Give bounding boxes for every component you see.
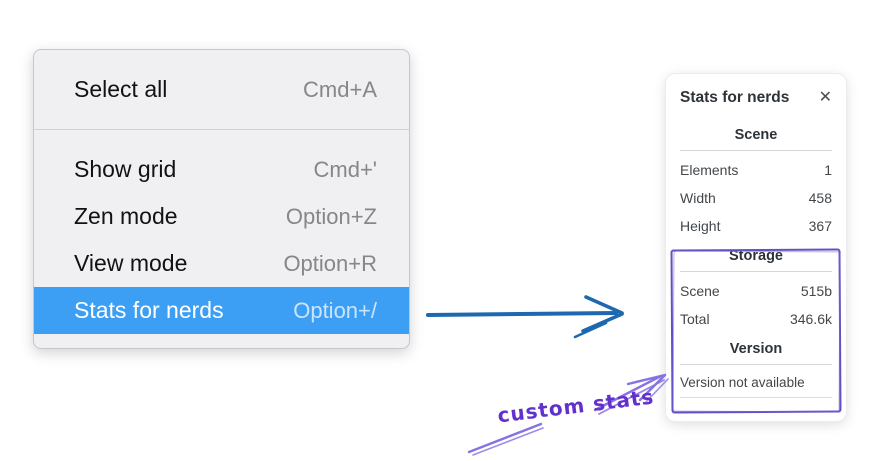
menu-item-shortcut: Option+Z [285,203,377,229]
stat-label: Width [680,190,716,206]
stat-row-height: Height 367 [680,212,832,240]
section-divider [680,397,832,398]
section-divider [680,271,832,272]
stat-row-width: Width 458 [680,184,832,212]
menu-item-select-all[interactable]: Select all Cmd+A [34,66,409,113]
stats-panel: Stats for nerds ✕ Scene Elements 1 Width… [665,73,847,422]
menu-item-label: Select all [74,76,168,102]
menu-item-shortcut: Cmd+' [313,156,378,182]
context-menu: Select all Cmd+A Show grid Cmd+' Zen mod… [33,49,410,349]
stat-row-total-storage: Total 346.6k [680,305,832,333]
stat-label: Elements [680,162,739,178]
stats-panel-header: Stats for nerds ✕ [680,87,832,109]
section-header-version: Version [729,341,783,357]
annotation-label: custom stats [496,384,656,428]
version-message: Version not available [680,374,805,390]
stat-value: 515b [800,283,832,299]
menu-item-label: Zen mode [74,203,178,229]
stat-row-elements: Elements 1 [680,156,832,184]
menu-item-shortcut: Option+R [283,250,377,276]
section-header-scene: Scene [734,127,778,143]
section-divider [680,150,832,151]
menu-item-view-mode[interactable]: View mode Option+R [34,240,409,287]
menu-item-label: Show grid [74,156,177,182]
stat-value: 1 [824,162,832,178]
menu-item-shortcut: Cmd+A [303,76,377,102]
stat-label: Scene [680,283,720,299]
right-arrow-icon [426,295,624,339]
stat-label: Total [680,311,710,327]
close-icon[interactable]: ✕ [818,89,832,106]
stat-value: 367 [808,218,832,234]
section-divider [680,364,832,365]
menu-item-zen-mode[interactable]: Zen mode Option+Z [34,193,409,240]
stat-label: Height [680,218,721,234]
menu-item-show-grid[interactable]: Show grid Cmd+' [34,146,409,193]
stat-value: 458 [808,190,832,206]
stats-panel-title: Stats for nerds [680,89,790,106]
section-header-storage: Storage [729,248,783,264]
menu-item-label: View mode [74,250,188,276]
stat-value: 346.6k [789,311,832,327]
menu-separator [34,129,409,130]
menu-item-stats-for-nerds[interactable]: Stats for nerds Option+/ [34,287,409,334]
stat-row-scene-storage: Scene 515b [680,277,832,305]
menu-item-shortcut: Option+/ [293,297,377,323]
menu-item-label: Stats for nerds [74,297,224,323]
